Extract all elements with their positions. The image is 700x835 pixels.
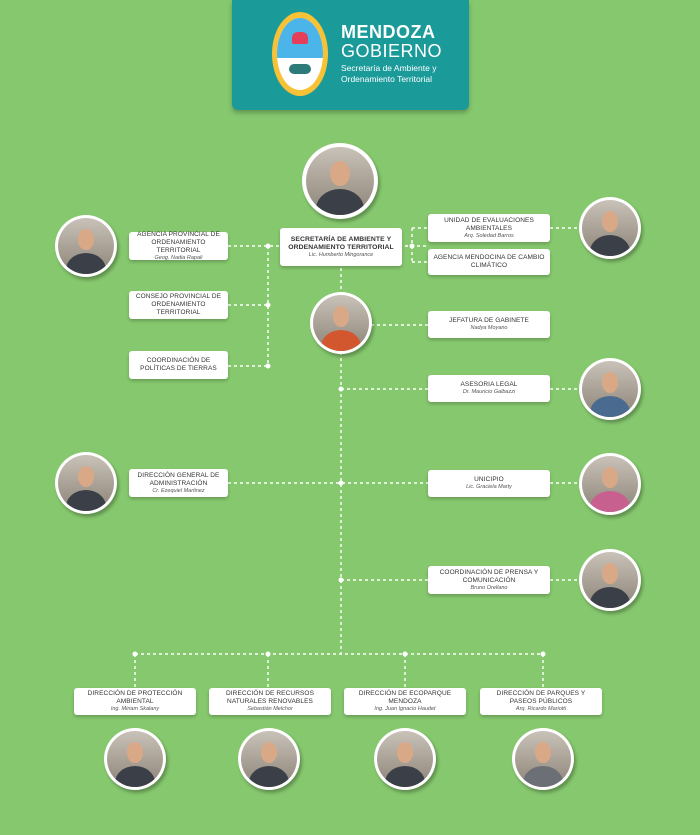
- node-title: CONSEJO PROVINCIAL DE ORDENAMIENTO TERRI…: [135, 293, 222, 316]
- node-proteccion: DIRECCIÓN DE PROTECCIÓN AMBIENTAL Ing. M…: [74, 688, 196, 715]
- node-parques: DIRECCIÓN DE PARQUES Y PASEOS PÚBLICOS A…: [480, 688, 602, 715]
- avatar-secretaria: [302, 143, 378, 219]
- junction-dot: [265, 302, 271, 308]
- node-person: Lic. Graciela Marty: [466, 484, 512, 490]
- node-consejo: CONSEJO PROVINCIAL DE ORDENAMIENTO TERRI…: [129, 291, 228, 319]
- node-agencia-cambio: AGENCIA MENDOCINA DE CAMBIO CLIMÁTICO: [428, 249, 550, 275]
- node-title: ASESORIA LEGAL: [460, 381, 518, 388]
- node-title: COORDINACIÓN DE PRENSA Y COMUNICACIÓN: [439, 568, 539, 584]
- avatar-parques: [512, 728, 574, 790]
- node-person: Nadya Moyano: [470, 325, 508, 331]
- mendoza-shield-icon: [277, 18, 323, 90]
- avatar-unidad-evaluaciones: [579, 197, 641, 259]
- junction-dot: [540, 651, 546, 657]
- node-title: AGENCIA PROVINCIAL DE ORDENAMIENTO TERRI…: [137, 230, 220, 254]
- avatar-recursos: [238, 728, 300, 790]
- node-jefatura: JEFATURA DE GABINETE Nadya Moyano: [428, 311, 550, 338]
- node-title: DIRECCIÓN GENERAL DE ADMINISTRACIÓN: [137, 471, 220, 487]
- junction-dot: [265, 243, 271, 249]
- brand-title: MENDOZA: [341, 22, 436, 42]
- junction-dot: [402, 651, 408, 657]
- node-recursos: DIRECCIÓN DE RECURSOS NATURALES RENOVABL…: [209, 688, 331, 715]
- junction-dot: [409, 243, 415, 249]
- avatar-ecoparque: [374, 728, 436, 790]
- node-person: Sebastián Melchor: [247, 706, 293, 712]
- avatar-unicipio: [579, 453, 641, 515]
- node-person: Ing. Juan Ignacio Haudet: [374, 706, 436, 712]
- avatar-prensa: [579, 549, 641, 611]
- junction-dot: [338, 480, 344, 486]
- node-title: UNIDAD DE EVALUACIONES AMBIENTALES: [444, 216, 534, 232]
- node-title: SECRETARÍA DE AMBIENTE Y ORDENAMIENTO TE…: [288, 235, 394, 251]
- header-banner: [232, 0, 469, 110]
- node-person: Ing. Miriam Skalany: [110, 706, 160, 712]
- shield-hands-icon: [289, 64, 311, 74]
- node-title: DIRECCIÓN DE PROTECCIÓN AMBIENTAL: [87, 690, 183, 705]
- node-person: Cr. Ezequiel Martinez: [152, 487, 205, 494]
- node-asesoria: ASESORIA LEGAL Dr. Mauricio Galbazzi: [428, 375, 550, 402]
- node-direccion-general: DIRECCIÓN GENERAL DE ADMINISTRACIÓN Cr. …: [129, 469, 228, 497]
- node-person: Geog. Nadia Rapali: [154, 254, 203, 261]
- node-person: Lic. Humberto Mingorance: [308, 251, 374, 258]
- node-person: Arq. Soledad Barros: [464, 232, 514, 239]
- node-person: Arq. Ricardo Mariotti: [515, 706, 567, 712]
- node-title: COORDINACIÓN DE POLÍTICAS DE TIERRAS: [140, 357, 217, 372]
- junction-dot: [132, 651, 138, 657]
- avatar-jefatura: [310, 292, 372, 354]
- phrygian-cap-icon: [292, 32, 308, 44]
- avatar-direccion-general: [55, 452, 117, 514]
- node-person: Bruno Orellano: [470, 584, 508, 591]
- node-secretaria: SECRETARÍA DE AMBIENTE Y ORDENAMIENTO TE…: [280, 228, 402, 266]
- node-title: AGENCIA MENDOCINA DE CAMBIO CLIMÁTICO: [433, 254, 545, 269]
- brand-subtitle: GOBIERNO: [341, 41, 443, 61]
- node-title: DIRECCIÓN DE RECURSOS NATURALES RENOVABL…: [225, 690, 315, 705]
- avatar-asesoria: [579, 358, 641, 420]
- node-title: DIRECCIÓN DE PARQUES Y PASEOS PÚBLICOS: [496, 690, 586, 705]
- node-title: JEFATURA DE GABINETE: [449, 317, 529, 324]
- node-ecoparque: DIRECCIÓN DE ECOPARQUE MENDOZA Ing. Juan…: [344, 688, 466, 715]
- node-title: DIRECCIÓN DE ECOPARQUE MENDOZA: [358, 690, 452, 705]
- node-title: UNICIPIO: [474, 476, 504, 483]
- avatar-agencia-provincial: [55, 215, 117, 277]
- node-unicipio: UNICIPIO Lic. Graciela Marty: [428, 470, 550, 497]
- node-coordinacion-tierras: COORDINACIÓN DE POLÍTICAS DE TIERRAS: [129, 351, 228, 379]
- junction-dot: [265, 651, 271, 657]
- junction-dot: [265, 363, 271, 369]
- junction-dot: [338, 577, 344, 583]
- node-agencia-provincial: AGENCIA PROVINCIAL DE ORDENAMIENTO TERRI…: [129, 230, 228, 261]
- avatar-proteccion: [104, 728, 166, 790]
- node-prensa: COORDINACIÓN DE PRENSA Y COMUNICACIÓN Br…: [428, 566, 550, 594]
- junction-dot: [338, 386, 344, 392]
- brand-description: Secretaría de Ambiente y Ordenamiento Te…: [341, 63, 437, 84]
- node-person: Dr. Mauricio Galbazzi: [462, 389, 516, 395]
- node-unidad-evaluaciones: UNIDAD DE EVALUACIONES AMBIENTALES Arq. …: [428, 214, 550, 242]
